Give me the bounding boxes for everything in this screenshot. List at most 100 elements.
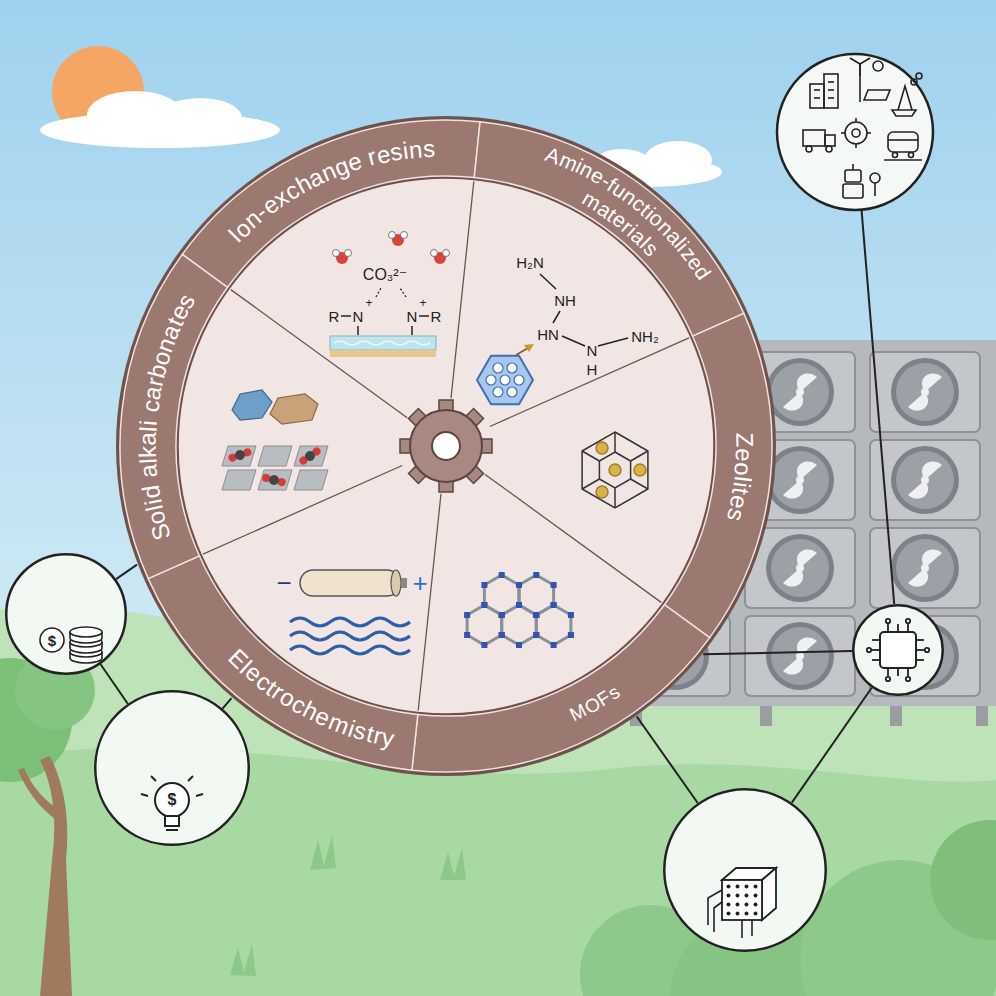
applications-circle — [888, 132, 918, 152]
circle-outline — [5, 553, 127, 675]
funding-circle — [5, 553, 127, 675]
applications-circle — [845, 170, 861, 182]
currency-sign: $ — [168, 792, 177, 808]
applications-circle — [892, 110, 916, 116]
wheel-sector: Amine-functionalized materials — [472, 119, 746, 339]
ion-exchange-illustration — [341, 315, 351, 317]
solid-carbonate-illustration — [261, 472, 287, 488]
zeolite-illustration — [582, 432, 648, 508]
applications-circle — [888, 139, 918, 141]
solid-carbonate-illustration — [258, 470, 292, 490]
applications-circle — [898, 86, 912, 110]
ion-exchange-illustration — [443, 250, 450, 257]
solid-carbonate-illustration — [297, 445, 322, 467]
zeolite-illustration — [582, 432, 648, 508]
solid-carbonate-illustration — [294, 446, 328, 466]
fund-raising-icon — [5, 553, 127, 675]
solid-carbonate-illustration — [232, 390, 272, 420]
ai-chip-icon — [867, 619, 929, 681]
ion-exchange-illustration — [401, 232, 408, 239]
sector-outline — [180, 118, 483, 290]
zeolite-illustration — [596, 442, 608, 454]
amine-illustration — [524, 344, 534, 352]
applications-circle — [855, 118, 857, 122]
applications-circle — [860, 58, 870, 64]
university-spin-off-icon — [155, 783, 189, 817]
applications-circle — [850, 58, 860, 64]
ion-exchange-illustration — [389, 232, 396, 239]
ion-exchange-illustration — [334, 341, 430, 345]
amine-illustration — [477, 274, 628, 404]
text-glyph: n — [408, 137, 424, 162]
ion-exchange-illustration — [419, 315, 429, 317]
tree — [40, 756, 72, 996]
connector-line — [101, 664, 128, 704]
applications-circle — [852, 129, 860, 137]
circle-border — [853, 605, 943, 695]
ion-exchange-illustration — [389, 232, 408, 247]
electrochemistry-illustration — [401, 578, 407, 588]
applications-circle — [855, 144, 857, 148]
direct-air-capture-unit — [976, 706, 988, 726]
ai-chip-icon — [872, 649, 880, 651]
formula-label: N — [353, 309, 364, 324]
applications-circle — [777, 54, 933, 604]
ai-chip-icon — [916, 639, 924, 641]
ring-segment — [474, 122, 744, 336]
spin-off-circle — [94, 690, 250, 846]
applications-circle — [828, 97, 834, 99]
mof-illustration — [481, 572, 522, 618]
applications-circle — [806, 146, 812, 152]
formula-label: CO₃²⁻ — [363, 267, 407, 283]
direct-air-capture-unit — [745, 616, 855, 696]
coproducer-icon — [714, 902, 722, 932]
sector-dividers — [418, 494, 441, 711]
connector-line — [116, 565, 137, 580]
applications-circle — [810, 84, 824, 108]
applications-circle — [824, 74, 838, 108]
charge-sign: + — [365, 297, 372, 309]
node-label: MOFs — [409, 602, 712, 774]
university-spin-off-icon — [141, 776, 203, 830]
applications-circle — [859, 64, 861, 102]
ai-chip-icon — [880, 632, 916, 668]
applications-circle — [803, 130, 825, 146]
solid-carbonate-illustration — [294, 470, 328, 490]
node-label: Solid alkali carbonates — [118, 252, 230, 581]
ai-chip-icon — [916, 659, 924, 661]
applications-circle — [826, 146, 832, 152]
university-spin-off-icon — [94, 690, 250, 846]
connector-line — [703, 651, 852, 654]
electrochemistry-illustration — [290, 570, 410, 654]
applications-circle — [911, 79, 917, 85]
bushes-and-grass — [310, 835, 336, 870]
electrochemistry-illustration — [290, 632, 410, 640]
tree — [0, 650, 95, 996]
zeolite-illustration — [631, 479, 648, 489]
fund-raising-icon — [70, 627, 102, 637]
sector-dividers — [203, 466, 402, 555]
text-glyph: e — [732, 448, 756, 462]
amine-illustration — [507, 387, 517, 397]
formula-label: R — [431, 309, 442, 324]
connector-line — [223, 698, 232, 709]
circle-border — [664, 789, 826, 951]
amine-illustration — [598, 338, 628, 346]
bushes-and-grass — [440, 848, 466, 880]
ai-chip-icon — [907, 668, 909, 676]
battery-sign: − — [276, 570, 291, 596]
ai-chip-icon — [906, 619, 910, 623]
formula-label: H — [587, 362, 598, 377]
wheel-base — [116, 116, 776, 776]
wheel-sector: MOFs — [409, 602, 712, 774]
node-label: Ion-exchange resins — [180, 118, 483, 290]
sector-outline — [662, 311, 774, 640]
direct-air-capture-unit — [760, 706, 772, 726]
direct-air-capture-unit — [890, 706, 902, 726]
coproducer-circle — [663, 788, 827, 952]
ai-chip-icon — [886, 619, 890, 623]
electrochemistry-illustration — [300, 570, 400, 596]
